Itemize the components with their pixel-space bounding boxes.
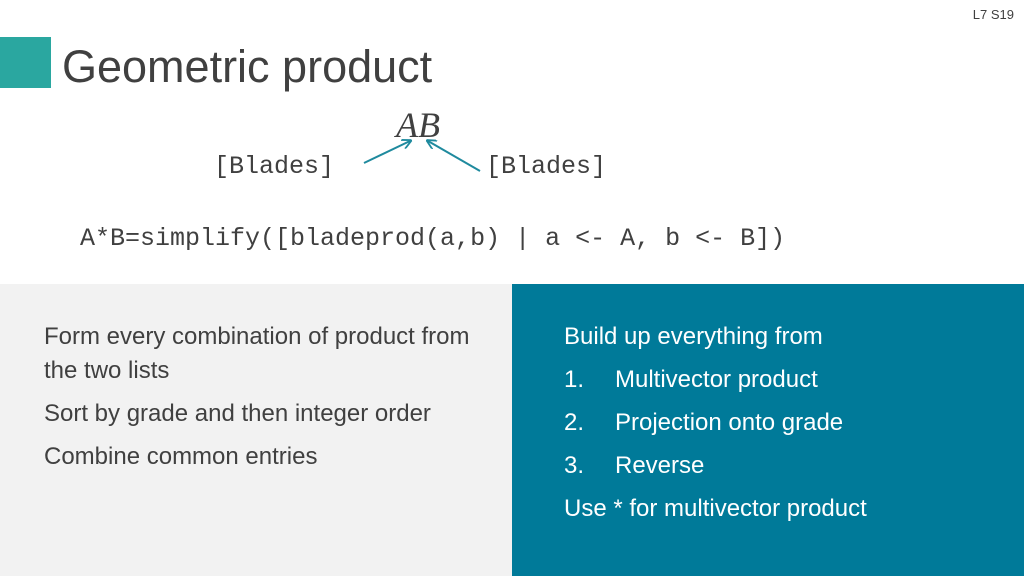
left-item: Combine common entries <box>44 443 318 470</box>
left-panel <box>0 284 512 576</box>
formula-ab: AB <box>396 105 440 145</box>
left-panel-text: Form every combination of product from t… <box>44 320 494 483</box>
right-panel <box>512 284 1024 576</box>
slide-number: L7 S19 <box>972 7 1014 22</box>
numbered-item: 3. Reverse <box>564 449 1004 483</box>
item-text: Multivector product <box>615 366 818 393</box>
right-intro: Build up everything from <box>564 323 823 350</box>
item-number: 3. <box>564 452 585 479</box>
left-item: Form every combination of product from t… <box>44 323 470 384</box>
accent-square <box>0 37 51 88</box>
right-panel-text: Build up everything from 1. Multivector … <box>564 320 1004 535</box>
blades-left-label: [Blades] <box>214 152 335 181</box>
code-line: A*B=simplify([bladeprod(a,b) | a <- A, b… <box>80 224 786 253</box>
item-number: 1. <box>564 366 585 393</box>
item-text: Reverse <box>615 452 705 479</box>
blades-right-label: [Blades] <box>486 152 607 181</box>
item-text: Projection onto grade <box>615 409 844 436</box>
right-outro: Use * for multivector product <box>564 495 867 522</box>
numbered-item: 1. Multivector product <box>564 363 1004 397</box>
item-number: 2. <box>564 409 585 436</box>
left-item: Sort by grade and then integer order <box>44 400 431 427</box>
numbered-item: 2. Projection onto grade <box>564 406 1004 440</box>
slide-title: Geometric product <box>62 41 433 92</box>
